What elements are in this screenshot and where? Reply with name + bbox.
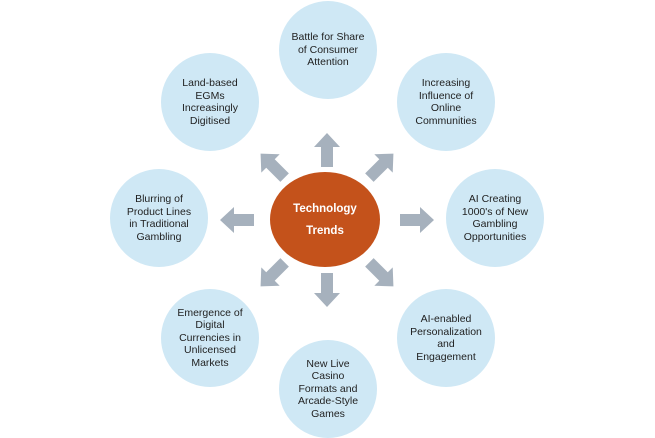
- trend-bubble-land-based-egms: Land-based EGMs Increasingly Digitised: [161, 53, 259, 151]
- trend-label: Battle for Share of Consumer Attention: [291, 31, 365, 69]
- arrow-down-right-icon: [365, 258, 394, 287]
- trend-bubble-digital-currencies: Emergence of Digital Currencies in Unlic…: [161, 289, 259, 387]
- arrow-left-icon: [220, 207, 254, 233]
- trend-label: AI Creating 1000's of New Gambling Oppor…: [461, 193, 529, 243]
- arrow-up-right-icon: [365, 153, 394, 182]
- arrow-up-icon: [314, 133, 340, 167]
- trend-bubble-live-casino-formats: New Live Casino Formats and Arcade-Style…: [279, 340, 377, 438]
- trend-bubble-blurring-product-lines: Blurring of Product Lines in Traditional…: [110, 169, 208, 267]
- trend-label: Increasing Influence of Online Communiti…: [415, 77, 477, 127]
- arrow-down-left-icon: [260, 258, 289, 287]
- trend-bubble-ai-personalization: AI-enabled Personalization and Engagemen…: [397, 289, 495, 387]
- trend-bubble-consumer-attention: Battle for Share of Consumer Attention: [279, 1, 377, 99]
- trend-bubble-ai-gambling-opportunities: AI Creating 1000's of New Gambling Oppor…: [446, 169, 544, 267]
- center-node-technology-trends: Technology Trends: [270, 172, 380, 267]
- trend-label: Emergence of Digital Currencies in Unlic…: [177, 306, 243, 369]
- arrow-down-icon: [314, 273, 340, 307]
- trend-label: Land-based EGMs Increasingly Digitised: [181, 77, 239, 127]
- trend-label: AI-enabled Personalization and Engagemen…: [410, 313, 482, 363]
- trend-bubble-online-communities: Increasing Influence of Online Communiti…: [397, 53, 495, 151]
- trend-label: New Live Casino Formats and Arcade-Style…: [297, 357, 359, 420]
- trend-label: Blurring of Product Lines in Traditional…: [126, 193, 192, 243]
- center-label: Technology Trends: [293, 202, 357, 237]
- arrow-up-left-icon: [260, 153, 289, 182]
- arrow-right-icon: [400, 207, 434, 233]
